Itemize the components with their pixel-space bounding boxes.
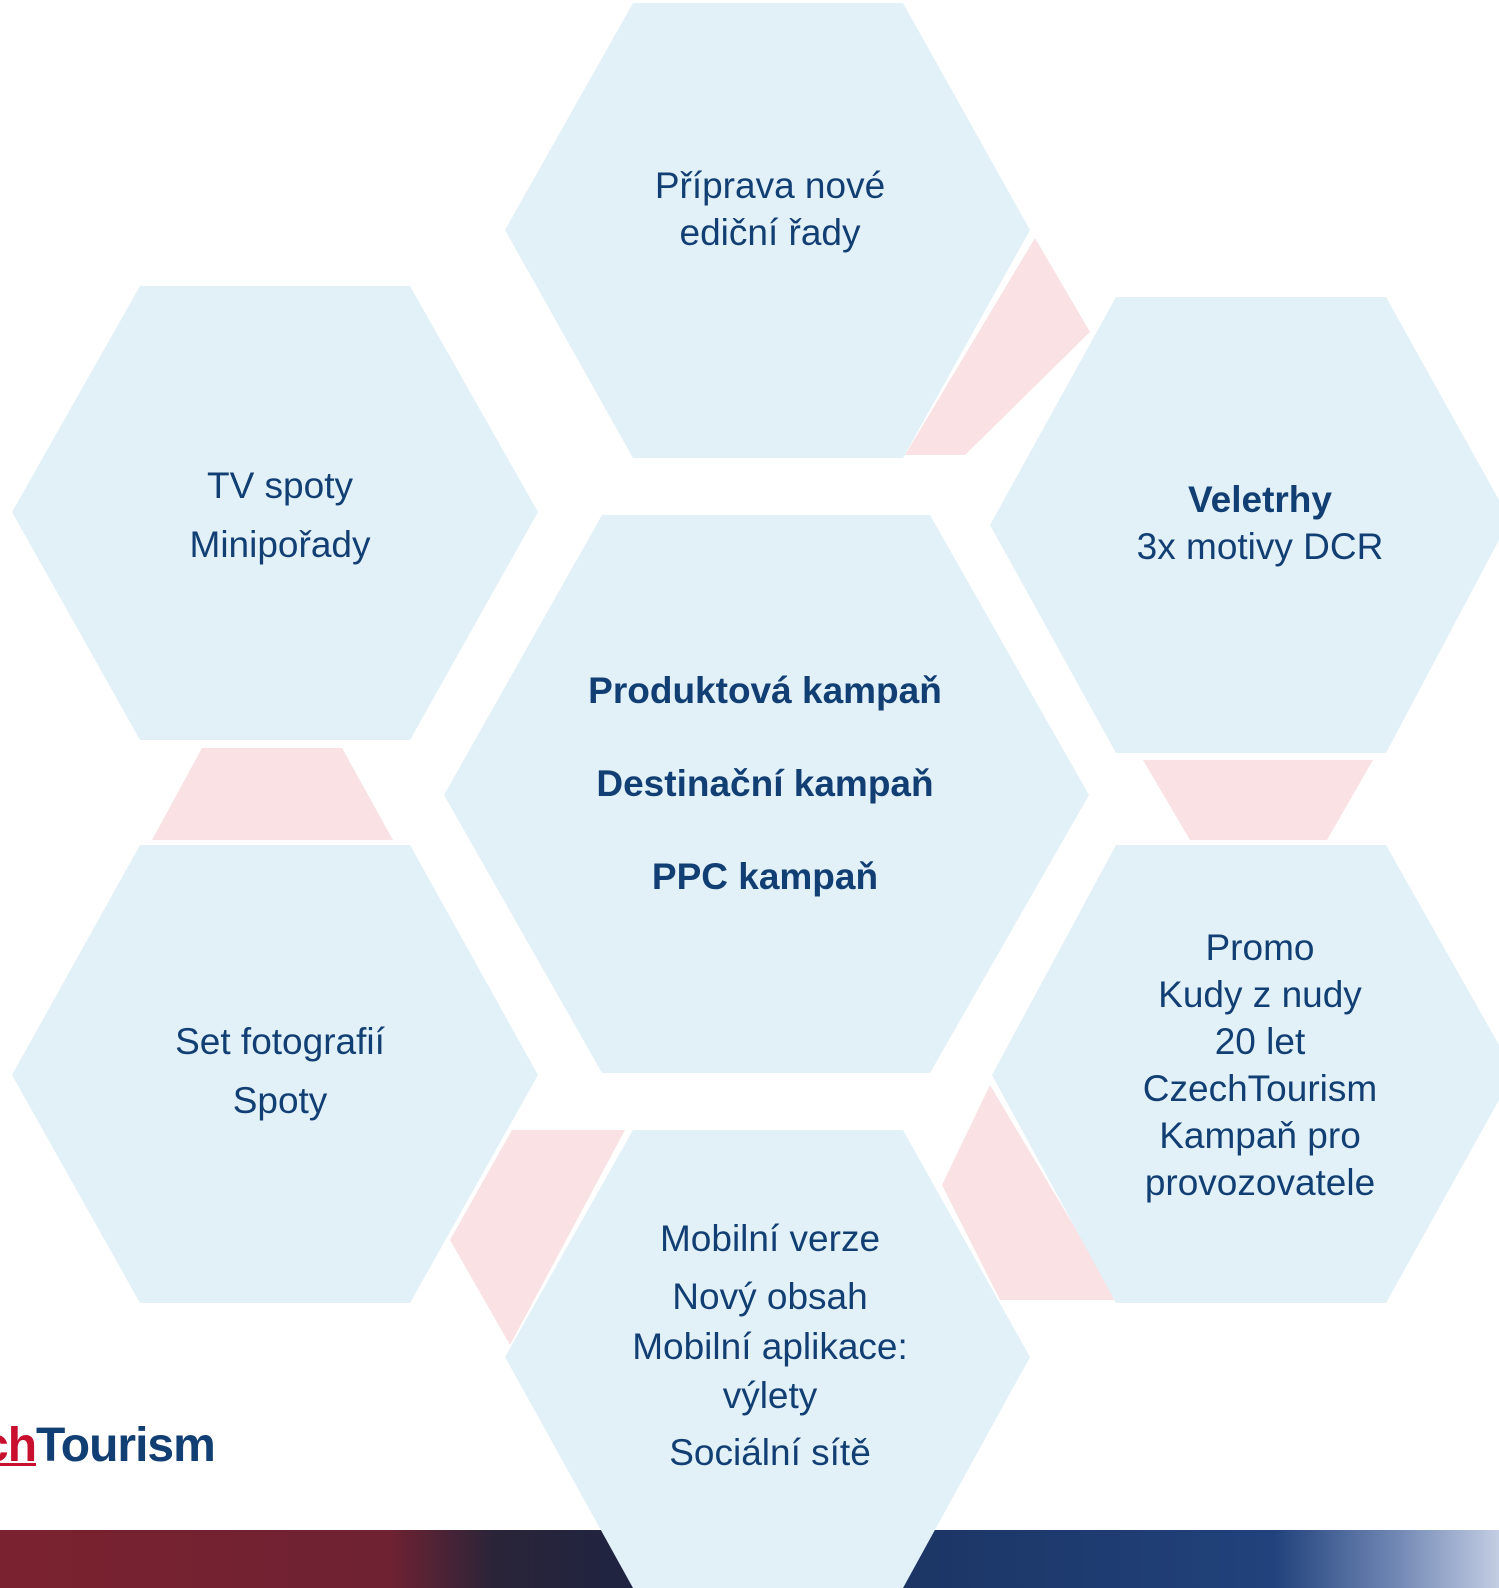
hexagon-bottom-line-1: Mobilní verze (659, 1218, 881, 1259)
hexagon-bottom-line-4: výlety (722, 1374, 818, 1416)
hexagon-right-lower-line-2: Kudy z nudy (1158, 973, 1362, 1015)
connector-left (152, 748, 393, 840)
hexagon-bottom (505, 1130, 1030, 1588)
hexagon-left-lower-line-2: Spoty (232, 1080, 328, 1122)
hexagon-left-lower-line-1: Set fotografií (175, 1021, 385, 1062)
hexagon-right-lower-line-4: CzechTourism (1142, 1067, 1378, 1109)
hexagon-right-upper-title: Veletrhy (1188, 479, 1332, 520)
hexagon-bottom-text: Mobilní verze Nový obsah Mobilní aplikac… (555, 1210, 985, 1483)
hexagon-right-lower-line-1: Promo (1205, 927, 1315, 968)
logo-prefix: ch (0, 1419, 37, 1472)
hexagon-right-upper (990, 297, 1499, 753)
logo-suffix: Tourism (36, 1419, 216, 1472)
hexagon-bottom-line-5: Sociální sítě (669, 1432, 871, 1474)
hexagon-bottom-line-2: Nový obsah (672, 1276, 868, 1318)
hexagon-center (444, 515, 1089, 1073)
hexagon-left-upper-line-1: TV spoty (207, 465, 353, 506)
czechtourism-logo: chTourism (0, 1418, 216, 1473)
hexagon-center-line-2: Destinační kampaň (596, 763, 934, 804)
hexagon-top-line-1: Příprava nové (654, 165, 886, 206)
hexagon-right-lower-line-6: provozovatele (1144, 1161, 1376, 1203)
hexagon-right-lower (992, 845, 1499, 1303)
hexagon-left-upper (12, 286, 538, 740)
connector-right (1143, 760, 1373, 840)
hexagon-bottom-line-3: Mobilní aplikace: (632, 1325, 908, 1367)
hexagon-left-lower-text: Set fotografií Spoty (75, 1012, 485, 1130)
hexagon-right-upper-line-1: 3x motivy DCR (1136, 525, 1384, 567)
connector-bottom-right (942, 1085, 1118, 1300)
hexagon-top (505, 3, 1030, 458)
hexagon-top-text: Příprava nové ediční řady (560, 163, 980, 257)
hexagon-left-upper-line-2: Minipořady (189, 524, 371, 566)
hexagon-center-line-1: Produktová kampaň (588, 670, 942, 711)
hexagon-center-text: Produktová kampaň Destinační kampaň PPC … (545, 672, 985, 951)
hexagon-right-lower-line-5: Kampaň pro (1159, 1114, 1361, 1156)
hexagon-left-lower (12, 845, 538, 1303)
hexagon-right-upper-text: Veletrhy 3x motivy DCR (1055, 477, 1465, 571)
hexagon-right-lower-text: Promo Kudy z nudy 20 let CzechTourism Ka… (1055, 925, 1465, 1207)
connector-top-right (905, 238, 1090, 455)
hexagon-left-upper-text: TV spoty Minipořady (75, 456, 485, 574)
hexagon-top-line-2: ediční řady (679, 211, 861, 253)
connector-bottom-left (450, 1130, 625, 1345)
hexagon-center-line-3: PPC kampaň (651, 856, 879, 897)
hexagon-right-lower-line-3: 20 let (1214, 1020, 1306, 1062)
